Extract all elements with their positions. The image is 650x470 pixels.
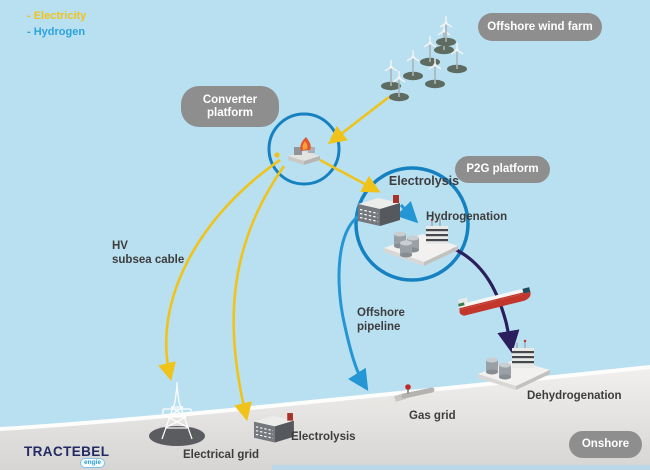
wind-farm-icon — [380, 15, 468, 102]
legend-electricity: - Electricity — [27, 10, 87, 22]
badge-offshore-wind-farm: Offshore wind farm — [478, 13, 602, 41]
arrow-converter-to-p2g — [319, 158, 381, 193]
label-hydrogenation: Hydrogenation — [426, 211, 508, 223]
logo-brand-text: TRACTEBEL — [24, 444, 110, 459]
label-dehydrogenation: Dehydrogenation — [527, 390, 622, 402]
arrow-shipping-to-dehydrogenation — [447, 244, 520, 354]
legend-hydrogen: - Hydrogen — [27, 26, 86, 38]
electrical-grid-icon — [149, 382, 205, 446]
arrow-windfarm-to-converter — [327, 95, 390, 145]
dehydrogenation-icon — [478, 339, 550, 390]
bottom-strip — [272, 465, 650, 470]
label-electrical-grid: Electrical grid — [183, 449, 260, 461]
hydrogenation-icon — [384, 218, 458, 266]
arrow-converter-to-electrical-grid — [158, 158, 281, 382]
label-gas-grid: Gas grid — [409, 410, 456, 422]
label-hv-subsea-cable: HV subsea cable — [112, 240, 185, 266]
arrow-electrolysis-to-hydrogenation — [395, 200, 419, 224]
arrow-converter-to-onshore-electrolysis — [232, 165, 286, 422]
ship-icon — [458, 287, 531, 316]
hydrogen-arrows — [337, 200, 419, 392]
tractebel-logo: TRACTEBEL engie — [24, 444, 110, 468]
label-electrolysis-p2g: Electrolysis — [388, 174, 460, 188]
label-electrolysis-onshore: Electrolysis — [291, 431, 356, 443]
badge-onshore: Onshore — [569, 431, 642, 458]
badge-converter-platform: Converter platform — [181, 86, 279, 127]
electrolysis-p2g-icon — [357, 194, 401, 227]
arrow-offshore-pipeline — [337, 210, 369, 392]
label-offshore-pipeline: Offshore pipeline — [357, 307, 405, 333]
converter-platform-circle — [267, 112, 341, 186]
gas-grid-icon — [371, 384, 435, 411]
electricity-arrows — [158, 95, 390, 422]
cable-junction-dot — [274, 152, 280, 158]
badge-p2g-platform: P2G platform — [455, 156, 550, 183]
p2g-platform-circle — [354, 166, 470, 282]
logo-sub-brand-text: engie — [80, 458, 105, 468]
converter-platform-icon — [288, 137, 320, 165]
legend: - Electricity - Hydrogen — [27, 8, 86, 40]
